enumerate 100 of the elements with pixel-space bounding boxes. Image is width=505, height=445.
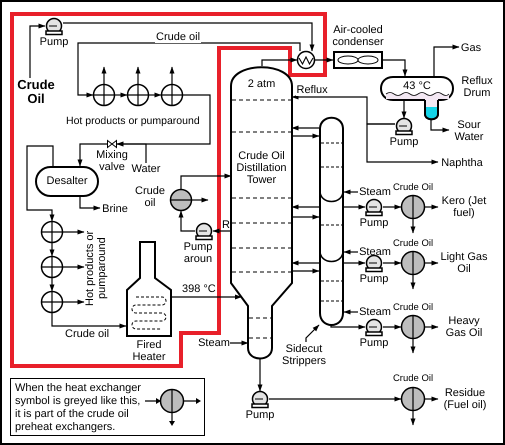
stream-label: Hot products or pumparound <box>84 228 108 308</box>
flow-arrow <box>344 250 358 254</box>
stream-label: Steam <box>198 337 230 349</box>
edge-label: Reflux <box>296 84 329 96</box>
flow-arrow <box>344 310 358 314</box>
flow-arrow <box>430 120 450 132</box>
stream-label: Brine <box>100 202 130 215</box>
flow-arrow <box>292 260 319 266</box>
stream-label: Water <box>130 163 162 175</box>
stream-label: Crude Oil <box>392 302 434 313</box>
equipment-label: Pump <box>358 337 390 349</box>
stream-label: Sour Water <box>449 118 489 144</box>
flow-arrow <box>425 324 438 330</box>
edge-label: Crude oil <box>155 31 202 43</box>
equipment-label: Pump <box>388 136 420 148</box>
feed-label: Crude Oil <box>16 78 56 106</box>
flow-arrow <box>115 92 128 98</box>
flow-arrow <box>269 396 402 402</box>
flow-arrow <box>383 204 402 210</box>
flow-arrow <box>292 134 320 138</box>
flow-arrow <box>410 411 416 426</box>
stream-label: Gas <box>459 41 483 54</box>
equipment-label: Pump aroun <box>183 241 213 265</box>
flow-arrow <box>292 214 320 220</box>
heat-exchanger-symbol <box>93 84 115 106</box>
flow-arrow <box>102 66 106 84</box>
flow-arrow <box>136 66 140 84</box>
flow-arrow <box>149 92 162 98</box>
flow-arrow <box>180 174 232 189</box>
flow-arrow <box>410 339 416 354</box>
flow-arrow <box>258 358 262 392</box>
flow-arrow <box>63 22 314 52</box>
flow-arrow <box>433 44 460 76</box>
flow-arrow <box>383 324 402 330</box>
flow-arrow <box>344 260 366 266</box>
equipment-label: Fired Heater <box>131 339 167 363</box>
flow-arrow <box>78 143 107 166</box>
equipment-label: Pump <box>244 409 276 421</box>
stream-label: Steam <box>358 186 392 198</box>
flow-arrow <box>26 145 54 222</box>
flow-arrow <box>425 396 438 402</box>
stream-label: Steam <box>358 246 392 258</box>
callout-text: Sidecut Strippers <box>277 342 331 368</box>
heat-exchanger-symbol <box>297 51 315 69</box>
flow-arrow <box>178 210 195 232</box>
stream-label: Hot products or pumparound <box>66 115 200 127</box>
flow-arrow <box>29 24 46 78</box>
flow-arrow <box>330 324 366 330</box>
flow-arrow <box>410 275 416 290</box>
flow-arrow <box>116 142 147 163</box>
flow-arrow <box>292 268 320 274</box>
stream-label: Residue (Fuel oil) <box>438 386 492 412</box>
equipment-label: Crude Oil Distillation Tower <box>235 150 288 186</box>
flow-arrow <box>51 313 126 328</box>
stream-label: Light Gas Oil <box>438 250 490 276</box>
flow-arrow <box>292 204 319 210</box>
equipment-label: Pump <box>358 217 390 229</box>
flow-arrow <box>315 58 334 62</box>
temperature-label: 43 °C <box>402 80 432 92</box>
equipment-label: Desalter <box>46 175 88 187</box>
flow-arrow <box>77 42 301 98</box>
desalter-vessel <box>35 166 99 197</box>
stream-label: Crude Oil <box>392 238 434 249</box>
flow-arrow <box>344 190 358 194</box>
equipment-label: Mixing valve <box>95 149 129 173</box>
stream-label: Crude Oil <box>392 373 434 384</box>
equipment-label: Reflux Drum <box>460 75 494 99</box>
heat-exchanger-symbol <box>41 291 63 313</box>
equipment-label: Pump <box>38 36 70 48</box>
edge-label: Crude oil <box>64 328 110 340</box>
edge-label: 398 °C <box>181 283 217 295</box>
heat-exchanger-symbol <box>41 256 63 278</box>
stripper-column <box>319 117 344 325</box>
flow-arrow <box>383 260 402 266</box>
stream-label: Naphtha <box>438 156 486 169</box>
flow-arrow <box>79 197 100 210</box>
flow-arrow <box>402 100 406 118</box>
flow-arrow <box>172 294 242 300</box>
flow-arrow <box>212 228 231 234</box>
flow-arrow <box>292 126 319 130</box>
flow-arrow <box>425 260 438 266</box>
leader-line <box>305 324 320 342</box>
flow-arrow <box>63 300 84 304</box>
flow-arrow <box>344 204 366 210</box>
flow-arrow <box>50 243 54 256</box>
flow-arrow <box>383 59 408 76</box>
flow-arrow <box>261 58 298 66</box>
stream-label: Heavy Gas Oil <box>438 314 490 340</box>
legend-text: When the heat exchanger symbol is greyed like this, it is part of the crude oil preheat exchangers. <box>15 382 142 434</box>
flow-arrow <box>425 204 438 210</box>
stream-label: Crude Oil <box>392 182 434 193</box>
flow-arrow <box>63 230 84 234</box>
flow-arrow <box>230 340 248 346</box>
heat-exchanger-symbol <box>41 221 63 243</box>
equipment-label: Air-cooled condenser <box>331 24 385 48</box>
stream-label: Crude oil <box>134 185 166 209</box>
stream-label: R <box>221 219 231 231</box>
flow-arrow <box>192 198 208 202</box>
flow-arrow <box>50 278 54 292</box>
stream-label: Kero (Jet fuel) <box>438 194 490 220</box>
